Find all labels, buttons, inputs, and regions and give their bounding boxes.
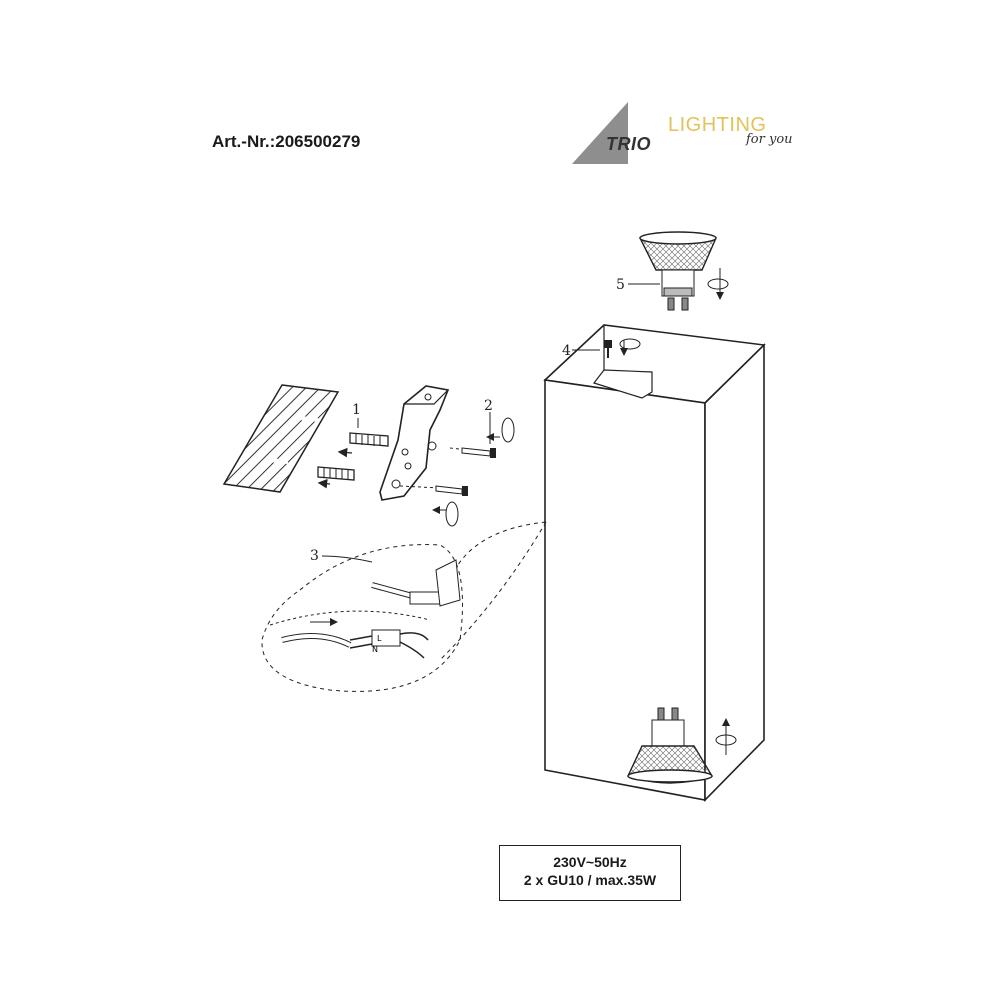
push-arrow-icon <box>317 447 353 489</box>
rotate-arrow-icon <box>715 718 737 755</box>
callout-2: 2 <box>484 398 493 414</box>
wall-section <box>222 384 340 493</box>
rotate-arrow-icon <box>707 268 729 300</box>
logo-lighting-word: LIGHTING <box>668 114 767 136</box>
gu10-bulb-top <box>638 231 717 311</box>
wiring-detail <box>261 521 547 692</box>
electrical-spec-box: 230V~50Hz 2 x GU10 / max.35W <box>499 845 681 901</box>
logo-triangle <box>572 102 628 164</box>
rotate-arrow-icon <box>432 417 515 527</box>
screw-lower <box>399 485 468 496</box>
mounting-bracket <box>379 385 450 501</box>
logo-trio-word: TRIO <box>606 134 651 154</box>
terminal-l-label: L <box>377 634 382 643</box>
wall-plug-upper <box>349 432 389 447</box>
callout-3: 3 <box>310 548 319 564</box>
article-number: Art.-Nr.:206500279 <box>212 132 361 151</box>
logo-tagline: for you <box>746 132 793 147</box>
spec-voltage: 230V~50Hz <box>553 854 627 870</box>
wall-plug-lower <box>317 466 355 481</box>
terminal-n-label: N <box>372 645 378 654</box>
callout-4: 4 <box>562 343 571 359</box>
fixture-housing <box>543 324 766 802</box>
gu10-bulb-bottom <box>627 707 714 784</box>
trio-lighting-logo: TRIO LIGHTING for you <box>568 100 808 170</box>
callout-5: 5 <box>616 277 625 293</box>
callout-1: 1 <box>352 402 361 418</box>
spec-bulbs: 2 x GU10 / max.35W <box>523 872 657 888</box>
grub-screw <box>604 338 641 358</box>
screw-upper <box>449 447 496 458</box>
